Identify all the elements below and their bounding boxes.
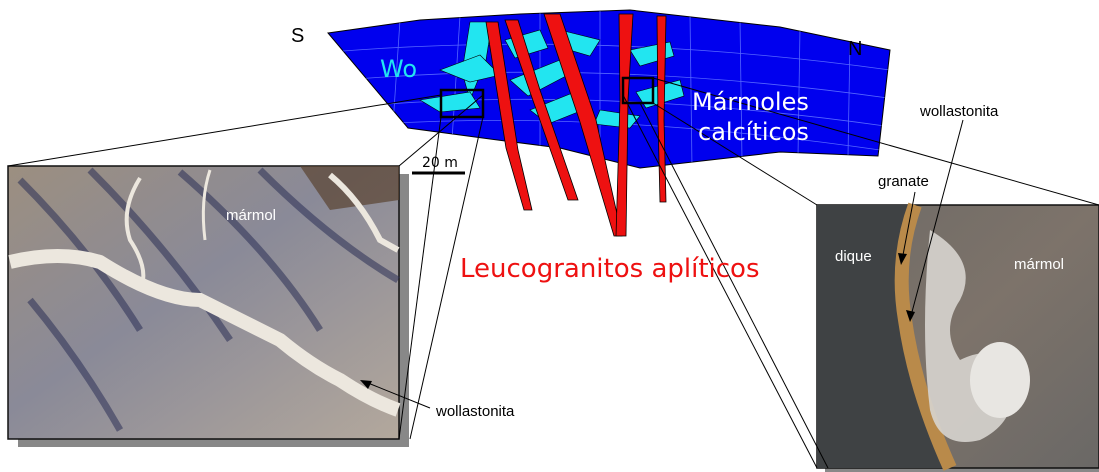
scale-bar: 20 m [412,155,465,173]
north-label: N [848,38,862,60]
label-marble-right: mármol [1014,256,1064,273]
marble-label-line1: Mármoles [692,88,809,116]
wollastonite-unit-label: Wo [380,55,417,83]
photo-left: mármol [8,166,409,447]
photo-right: dique mármol [817,205,1099,472]
label-wollastonite-left: wollastonita [435,403,515,420]
scale-bar-label: 20 m [422,155,458,171]
label-marble-left: mármol [226,207,276,224]
aplite-dykes-label: Leucogranitos aplíticos [460,254,760,284]
label-dyke: dique [835,248,872,265]
marble-label-line2: calcíticos [698,118,809,146]
south-label: S [291,25,304,47]
label-garnet: granate [878,173,929,190]
label-wollastonite-right: wollastonita [919,103,999,120]
